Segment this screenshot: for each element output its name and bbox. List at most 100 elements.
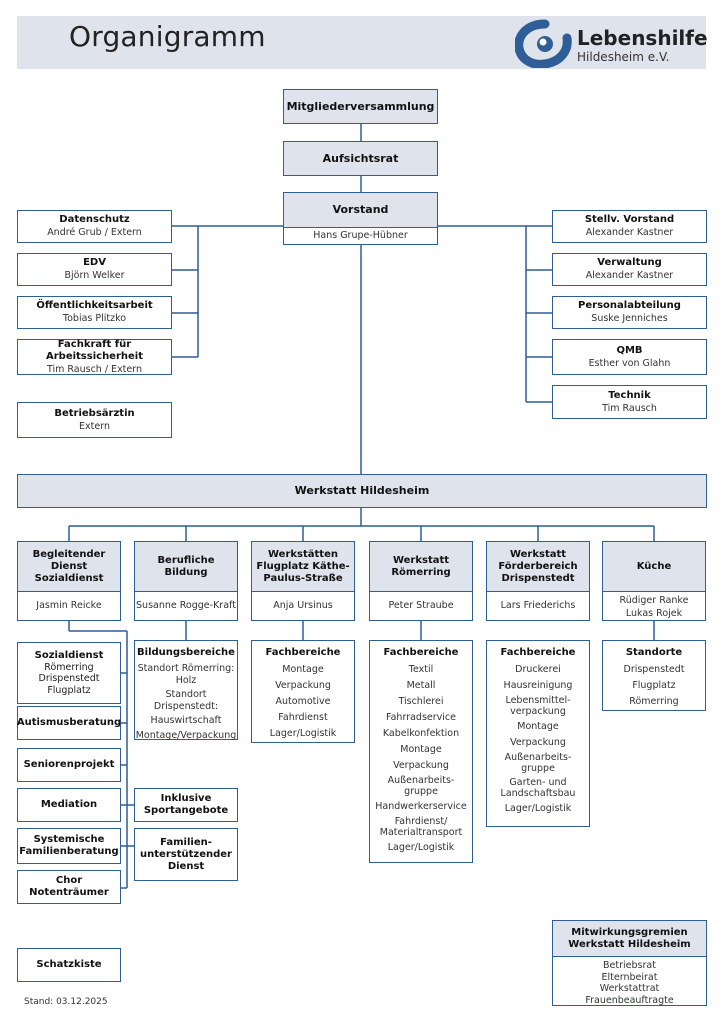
dept-person: Lars Friederichs	[500, 600, 576, 611]
staff-title: Verwaltung	[597, 257, 662, 268]
list-item: Metall	[406, 680, 436, 691]
sozial-sozialdienst: Sozialdienst Römerring Drispenstedt Flug…	[17, 642, 121, 704]
sozial-seniorenprojekt: Seniorenprojekt	[17, 748, 121, 782]
sozial-mediation: Mediation	[17, 788, 121, 822]
lebenshilfe-logo-icon	[515, 19, 572, 68]
lebenshilfe-logo: Lebenshilfe Hildesheim e.V.	[515, 16, 710, 69]
box-mitgliederversammlung: Mitgliederversammlung	[283, 89, 438, 124]
page-title: Organigramm	[69, 20, 266, 53]
list-item: Standort Drispenstedt:	[153, 689, 219, 712]
staff-person: Alexander Kastner	[585, 227, 674, 238]
dept-person: Rüdiger Ranke Lukas Rojek	[619, 595, 689, 619]
list-item: Lager/Logistik	[387, 842, 455, 853]
list-bildungsbereiche: Bildungsbereiche Standort Römerring: Hol…	[134, 640, 238, 741]
list-item: Tischlerei	[398, 696, 444, 707]
staff-technik: Technik Tim Rausch	[552, 385, 707, 419]
vorstand-header: Vorstand	[284, 193, 437, 228]
staff-qmb: QMB Esther von Glahn	[552, 339, 707, 375]
dept-person: Susanne Rogge-Kraft	[136, 600, 236, 611]
dept-title: Werkstatt Förderbereich Drispenstedt	[498, 548, 578, 584]
list-item: Montage/Verpackung	[135, 729, 237, 741]
item-title: Sozialdienst	[34, 649, 104, 661]
list-item: Lager/Logistik	[269, 728, 337, 739]
list-item: Textil	[408, 664, 434, 675]
staff-arbeitssicherheit: Fachkraft für Arbeitssicherheit Tim Raus…	[17, 339, 172, 375]
dept-title: Begleitender Dienst Sozialdienst	[32, 548, 106, 584]
staff-person: Tim Rausch	[602, 402, 657, 414]
item-title: Systemische Familienberatung	[19, 834, 119, 857]
staff-person: Tobias Plitzko	[62, 313, 127, 324]
list-standorte-kueche: Standorte Drispenstedt Flugplatz Römerri…	[602, 640, 706, 711]
mitwirkung-title: Mitwirkungsgremien Werkstatt Hildesheim	[568, 926, 691, 950]
list-fachbereiche-flugplatz: Fachbereiche Montage Verpackung Automoti…	[251, 640, 355, 743]
list-item: Elternbeirat	[601, 971, 658, 983]
list-item: Verpackung	[510, 737, 566, 748]
staff-title: Technik	[608, 389, 651, 401]
staff-betriebsaerztin: Betriebsärztin Extern	[17, 402, 172, 438]
box-familienunterstuetzend: Familien-unterstützender Dienst	[134, 828, 238, 881]
staff-person: Alexander Kastner	[585, 270, 674, 281]
list-item: Lager/Logistik	[504, 803, 572, 814]
list-item: Montage	[517, 721, 559, 732]
box-mitwirkungsgremien: Mitwirkungsgremien Werkstatt Hildesheim …	[552, 920, 707, 1006]
list-item: Flugplatz	[632, 680, 676, 691]
list-title: Fachbereiche	[265, 647, 341, 658]
staff-person: André Grub / Extern	[47, 227, 142, 238]
list-title: Fachbereiche	[500, 647, 576, 658]
dept-title: Werkstätten Flugplatz Käthe-Paulus-Straß…	[256, 548, 350, 584]
staff-oeffentlichkeitsarbeit: Öffentlichkeitsarbeit Tobias Plitzko	[17, 296, 172, 329]
item-title: Mediation	[40, 799, 98, 810]
staff-person: Esther von Glahn	[588, 357, 671, 369]
dept-begleitender-dienst: Begleitender Dienst Sozialdienst Jasmin …	[17, 541, 121, 621]
list-item: Fahrdienst	[278, 712, 328, 723]
list-item: Außenarbeits-gruppe	[387, 775, 455, 797]
staff-title: Datenschutz	[59, 214, 130, 225]
staff-title: EDV	[83, 257, 106, 268]
list-item: Montage	[282, 664, 324, 675]
item-title: Inklusive Sportangebote	[143, 793, 229, 816]
list-title: Standorte	[625, 647, 683, 658]
list-item: Drispenstedt	[623, 664, 685, 675]
staff-title: QMB	[616, 344, 643, 356]
dept-person: Jasmin Reicke	[36, 600, 102, 611]
staff-edv: EDV Björn Welker	[17, 253, 172, 286]
box-schatzkiste: Schatzkiste	[17, 948, 121, 982]
header-bar: Organigramm Lebenshilfe Hildesheim e.V.	[17, 16, 708, 69]
item-title: Familien-unterstützender Dienst	[140, 836, 232, 872]
dept-berufliche-bildung: Berufliche Bildung Susanne Rogge-Kraft	[134, 541, 238, 621]
dept-foerderbereich: Werkstatt Förderbereich Drispenstedt Lar…	[486, 541, 590, 621]
dept-kueche: Küche Rüdiger Ranke Lukas Rojek	[602, 541, 706, 621]
logo-subtitle: Hildesheim e.V.	[577, 50, 670, 64]
staff-stellv-vorstand: Stellv. Vorstand Alexander Kastner	[552, 210, 707, 243]
list-item: Betriebsrat	[603, 960, 656, 971]
aufsichtsrat-label: Aufsichtsrat	[322, 151, 399, 165]
list-item: Druckerei	[515, 664, 561, 675]
list-item: Hausreinigung	[503, 680, 573, 691]
list-fachbereiche-roemerring: Fachbereiche Textil Metall Tischlerei Fa…	[369, 640, 473, 863]
list-item: Standort Römerring: Holz	[137, 663, 235, 686]
list-title: Bildungsbereiche	[137, 647, 235, 658]
staff-title: Öffentlichkeitsarbeit	[36, 300, 153, 311]
sozial-familienberatung: Systemische Familienberatung	[17, 828, 121, 864]
list-item: Hauswirtschaft	[150, 715, 222, 726]
list-fachbereiche-foerder: Fachbereiche Druckerei Hausreinigung Leb…	[486, 640, 590, 827]
box-vorstand: Vorstand Hans Grupe-Hübner	[283, 192, 438, 245]
staff-title: Fachkraft für Arbeitssicherheit	[45, 338, 144, 362]
schatzkiste-label: Schatzkiste	[36, 959, 102, 970]
vorstand-title: Vorstand	[332, 203, 389, 216]
staff-personalabteilung: Personalabteilung Suske Jenniches	[552, 296, 707, 329]
list-item: Automotive	[275, 696, 331, 707]
list-item: Kabelkonfektion	[382, 728, 460, 739]
dept-title: Berufliche Bildung	[157, 554, 215, 578]
list-item: Römerring	[629, 696, 679, 707]
staff-person: Suske Jenniches	[591, 313, 668, 324]
list-item: Lebensmittel-verpackung	[505, 695, 571, 717]
list-item: Werkstattrat	[599, 983, 660, 994]
staff-person: Björn Welker	[64, 270, 125, 281]
sozial-autismusberatung: Autismusberatung	[17, 706, 121, 740]
stand-date: Stand: 03.12.2025	[24, 997, 108, 1007]
box-inklusive-sport: Inklusive Sportangebote	[134, 788, 238, 822]
box-aufsichtsrat: Aufsichtsrat	[283, 141, 438, 176]
dept-werkstatt-roemerring: Werkstatt Römerring Peter Straube	[369, 541, 473, 621]
mitgliederversammlung-label: Mitgliederversammlung	[286, 99, 435, 113]
